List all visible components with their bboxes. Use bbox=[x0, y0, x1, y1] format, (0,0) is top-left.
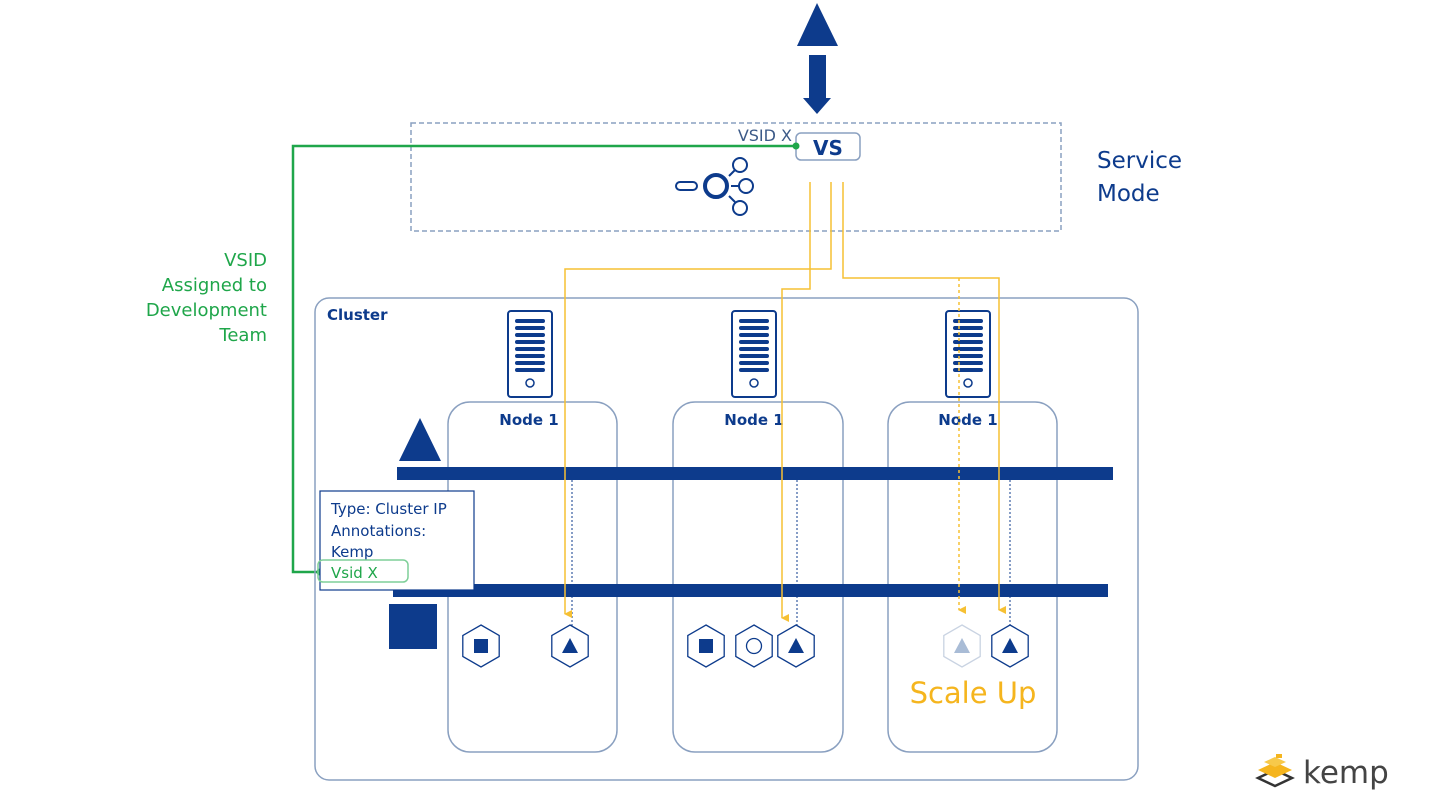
square-icon bbox=[389, 604, 437, 649]
node-label: Node 1 bbox=[499, 411, 558, 429]
svg-text:VSID: VSID bbox=[224, 250, 267, 271]
node-box bbox=[672, 401, 844, 753]
service-type: Type: Cluster IP bbox=[330, 500, 447, 518]
node-label: Node 1 bbox=[938, 411, 997, 429]
pod-circle-icon bbox=[735, 624, 773, 668]
svg-text:kemp: kemp bbox=[1303, 755, 1389, 791]
svg-text:Development: Development bbox=[146, 300, 267, 321]
svg-text:Assigned to: Assigned to bbox=[162, 275, 267, 296]
pod-triangle-icon bbox=[551, 624, 589, 668]
pod-link-lines bbox=[571, 480, 1011, 626]
traffic-lines bbox=[564, 182, 1006, 622]
server-icon bbox=[945, 310, 991, 398]
triangle-icon bbox=[399, 418, 441, 461]
server-icon bbox=[731, 310, 777, 398]
pod-network-bar bbox=[393, 584, 1108, 597]
vsid-link-line bbox=[291, 144, 796, 574]
scale-up-label: Scale Up bbox=[910, 676, 1037, 710]
cluster-label: Cluster bbox=[327, 306, 388, 324]
arrow-down-icon bbox=[803, 55, 831, 114]
service-mode-box bbox=[410, 122, 1062, 232]
pod-square-icon bbox=[462, 624, 500, 668]
vsid-annotation: Vsid X bbox=[331, 564, 378, 582]
vsid-annotation-box bbox=[317, 559, 409, 583]
vsid-label: VSID X bbox=[738, 126, 792, 145]
pod-square-icon bbox=[687, 624, 725, 668]
service-network-bar bbox=[397, 467, 1113, 480]
pod-triangle-icon bbox=[777, 624, 815, 668]
load-balancer-hub-icon bbox=[675, 157, 754, 216]
service-info-box bbox=[319, 490, 475, 591]
service-mode-label-2: Mode bbox=[1097, 181, 1160, 207]
arrow-up-icon bbox=[797, 3, 838, 46]
pod-triangle-icon bbox=[943, 624, 981, 668]
svg-text:Team: Team bbox=[218, 325, 267, 346]
server-icon bbox=[507, 310, 553, 398]
pod-triangle-icon bbox=[991, 624, 1029, 668]
service-mode-label: Service bbox=[1097, 148, 1182, 174]
node-box bbox=[887, 401, 1058, 753]
annotations-label: Annotations: bbox=[331, 522, 426, 540]
annotation-value: Kemp bbox=[331, 543, 373, 561]
node-label: Node 1 bbox=[724, 411, 783, 429]
vsid-note: VSID Assigned to Development Team bbox=[146, 250, 267, 346]
vs-label: VS bbox=[813, 136, 843, 160]
kemp-logo: kemp bbox=[1255, 754, 1389, 791]
cluster-box bbox=[314, 297, 1139, 781]
